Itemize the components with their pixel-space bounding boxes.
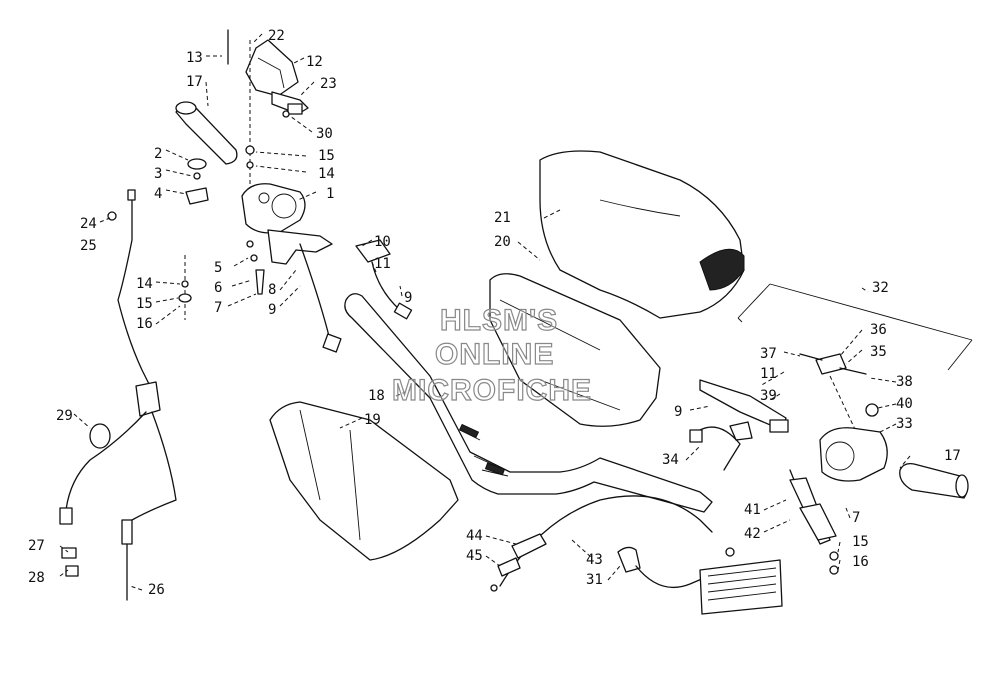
callout-9-mid: 9 xyxy=(268,302,276,318)
switch-11 xyxy=(729,421,753,441)
callout-14-left: 14 xyxy=(136,276,153,292)
callout-20: 20 xyxy=(494,234,511,250)
callout-10: 10 xyxy=(374,234,391,250)
bracket-12 xyxy=(245,39,299,97)
callout-17-left: 17 xyxy=(186,74,203,90)
throttle-housing-1 xyxy=(241,183,306,234)
callout-13: 13 xyxy=(186,50,203,66)
callout-9-right: 9 xyxy=(674,404,682,420)
handlebar-18 xyxy=(344,293,713,513)
callout-16-right: 16 xyxy=(852,554,869,570)
callout-15-top: 15 xyxy=(318,148,335,164)
cap-2 xyxy=(187,158,207,170)
screw-3 xyxy=(193,172,201,180)
callout-22: 22 xyxy=(268,28,285,44)
callout-3: 3 xyxy=(154,166,162,182)
callout-15-right: 15 xyxy=(852,534,869,550)
callout-26: 26 xyxy=(148,582,165,598)
callout-28: 28 xyxy=(28,570,45,586)
throttle-lever-8 xyxy=(267,229,333,265)
callout-39: 39 xyxy=(760,388,777,404)
callout-38: 38 xyxy=(896,374,913,390)
callout-30: 30 xyxy=(316,126,333,142)
throttle-cable-25 xyxy=(59,189,177,601)
callout-36: 36 xyxy=(870,322,887,338)
callout-labels: 22 13 12 23 17 30 2 15 3 14 4 1 24 25 10… xyxy=(28,28,961,598)
clamp-29 xyxy=(89,423,111,449)
callout-32: 32 xyxy=(872,280,889,296)
heater-connector-31 xyxy=(617,546,641,573)
watermark-line-3: MICROFICHE xyxy=(392,374,592,407)
callout-5: 5 xyxy=(214,260,222,276)
callout-35: 35 xyxy=(870,344,887,360)
callout-25: 25 xyxy=(80,238,97,254)
pad-21 xyxy=(539,150,745,319)
pad-20 xyxy=(489,273,661,427)
callout-43: 43 xyxy=(586,552,603,568)
adjuster-44 xyxy=(511,533,547,559)
callout-15-left: 15 xyxy=(136,296,153,312)
callout-19: 19 xyxy=(364,412,381,428)
callout-16-left: 16 xyxy=(136,316,153,332)
callout-41: 41 xyxy=(744,502,761,518)
callout-17-right: 17 xyxy=(944,448,961,464)
callout-23: 23 xyxy=(320,76,337,92)
adjuster-45 xyxy=(497,557,521,577)
callout-7-left: 7 xyxy=(214,300,222,316)
callout-27: 27 xyxy=(28,538,45,554)
part-36 xyxy=(815,353,847,375)
callout-4: 4 xyxy=(154,186,162,202)
throttle-assembly xyxy=(175,29,413,353)
lever-42 xyxy=(799,503,837,541)
callout-37: 37 xyxy=(760,346,777,362)
callout-33: 33 xyxy=(896,416,913,432)
callout-45: 45 xyxy=(466,548,483,564)
callout-44: 44 xyxy=(466,528,483,544)
callout-40: 40 xyxy=(896,396,913,412)
brake-assembly-32 xyxy=(689,283,973,575)
watermark-line-2: ONLINE xyxy=(435,338,554,371)
heater-element-31 xyxy=(699,559,783,615)
callout-21: 21 xyxy=(494,210,511,226)
callout-9-left: 9 xyxy=(404,290,412,306)
callout-8: 8 xyxy=(268,282,276,298)
callout-6: 6 xyxy=(214,280,222,296)
watermark: HLSM'S ONLINE MICROFICHE xyxy=(391,303,592,407)
callout-18: 18 xyxy=(368,388,385,404)
callout-11-right: 11 xyxy=(760,366,777,382)
callout-29: 29 xyxy=(56,408,73,424)
callout-2: 2 xyxy=(154,146,162,162)
callout-1: 1 xyxy=(326,186,334,202)
callout-14-top: 14 xyxy=(318,166,335,182)
callout-34: 34 xyxy=(662,452,679,468)
throttle-wire-9 xyxy=(299,243,331,341)
cap-40 xyxy=(865,403,879,417)
connector-34 xyxy=(689,429,703,443)
watermark-line-1: HLSM'S xyxy=(440,304,558,337)
leader-lines xyxy=(59,33,911,591)
callout-11-left: 11 xyxy=(374,256,391,272)
screw-30 xyxy=(282,110,290,118)
callout-24: 24 xyxy=(80,216,97,232)
nut-4 xyxy=(185,187,209,205)
callout-42: 42 xyxy=(744,526,761,542)
callout-7-right: 7 xyxy=(852,510,860,526)
washer-14 xyxy=(246,161,254,169)
pad-19 xyxy=(269,401,459,561)
switch-10 xyxy=(355,239,391,263)
washer-15 xyxy=(245,145,255,155)
callout-31: 31 xyxy=(586,572,603,588)
callout-12: 12 xyxy=(306,54,323,70)
